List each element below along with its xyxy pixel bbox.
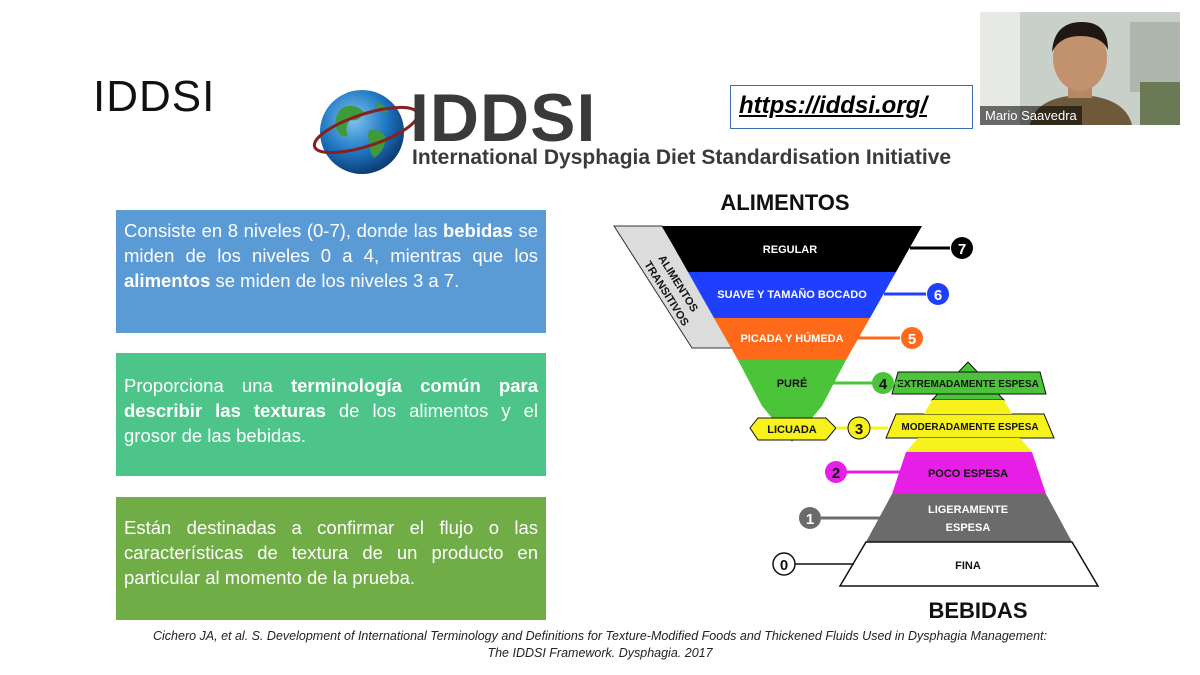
box1-text-3: se miden de los niveles 3 a 7. [210,270,460,291]
level-3-drink-top [924,400,1012,414]
box1-text-2: se miden de los niveles 0 a 4, mientras … [124,220,538,266]
info-box-terminology: Proporciona una terminología común para … [116,353,546,476]
box1-bold-1: bebidas [442,220,513,241]
url-link-box[interactable]: https://iddsi.org/ [730,85,973,129]
level-3-badge [847,416,871,440]
level-5-band [714,318,870,360]
level-7-label: REGULAR [763,244,817,256]
box2-bold-1: terminología común para describir las te… [124,375,538,421]
level-4-number: 4 [879,376,888,393]
info-box-purpose: Están destinadas a confirmar el flujo o … [116,497,546,620]
level-5-label: PICADA Y HÚMEDA [740,332,843,345]
level-6-label: SUAVE Y TAMAÑO BOCADO [717,288,867,301]
level-7-number: 7 [958,241,966,258]
level-1-label-line1: LIGERAMENTE [928,504,1008,516]
iddsi-logo: IDDSI International Dysphagia Diet Stand… [312,80,972,176]
logo-wordmark: IDDSI [410,80,597,156]
level-3-food-label: LICUADA [767,424,817,436]
level-2-band [892,452,1046,494]
level-2-label: POCO ESPESA [928,468,1008,480]
box1-bold-2: alimentos [124,270,211,291]
level-0-number: 0 [780,557,788,574]
level-6-number: 6 [934,287,942,304]
citation-line-2: The IDDSI Framework. Dysphagia. 2017 [487,646,713,660]
level-3-number: 3 [855,421,863,438]
diagram-title-alimentos: ALIMENTOS [720,190,849,215]
box1-text-1: Consiste en 8 niveles (0-7), donde las [124,220,443,241]
level-1-label-line2: ESPESA [946,522,991,534]
level-2-number: 2 [832,465,840,482]
level-6-badge [927,283,949,305]
level-3-food-band [749,417,837,441]
level-1-band [866,494,1072,542]
level-2-badge [825,461,847,483]
citation: Cichero JA, et al. S. Development of Int… [100,628,1100,662]
level-4-drink-band [891,371,1047,395]
level-5-badge [901,327,923,349]
globe-icon [312,90,420,174]
level-6-band [688,272,896,318]
level-3-drink-label: MODERADAMENTE ESPESA [901,422,1038,433]
level-4-badge [872,372,894,394]
level-4-drink-label: EXTREMADAMENTE ESPESA [897,379,1039,390]
level-7-badge [951,237,973,259]
level-1-badge [799,507,821,529]
iddsi-framework-diagram: ALIMENTOS ALIMENTOS TRANSITIVOS REGULAR … [613,190,1100,623]
level-4-food-band [738,360,846,406]
level-1-number: 1 [806,511,814,528]
level-5-number: 5 [908,331,916,348]
box3-text-1: Están destinadas a confirmar el flujo o … [124,517,538,588]
level-4-food-label: PURÉ [777,377,808,390]
participant-name: Mario Saavedra [980,106,1082,125]
slide-title: IDDSI [93,72,216,121]
logo-subtitle: International Dysphagia Diet Standardisa… [412,146,952,169]
citation-line-1: Cichero JA, et al. S. Development of Int… [153,629,1047,643]
level-0-label: FINA [955,560,981,572]
iddsi-url-link[interactable]: https://iddsi.org/ [739,92,927,119]
level-7-band [662,226,922,272]
box2-text-2: de los alimentos y el grosor de las bebi… [124,400,538,446]
level-3-drink-bottom [906,438,1032,452]
info-box-levels: Consiste en 8 niveles (0-7), donde las b… [116,210,546,333]
box2-text-1: Proporciona una [124,375,291,396]
level-0-band [838,541,1100,587]
webcam-video: Mario Saavedra [980,12,1180,125]
diagram-title-bebidas: BEBIDAS [928,598,1027,623]
